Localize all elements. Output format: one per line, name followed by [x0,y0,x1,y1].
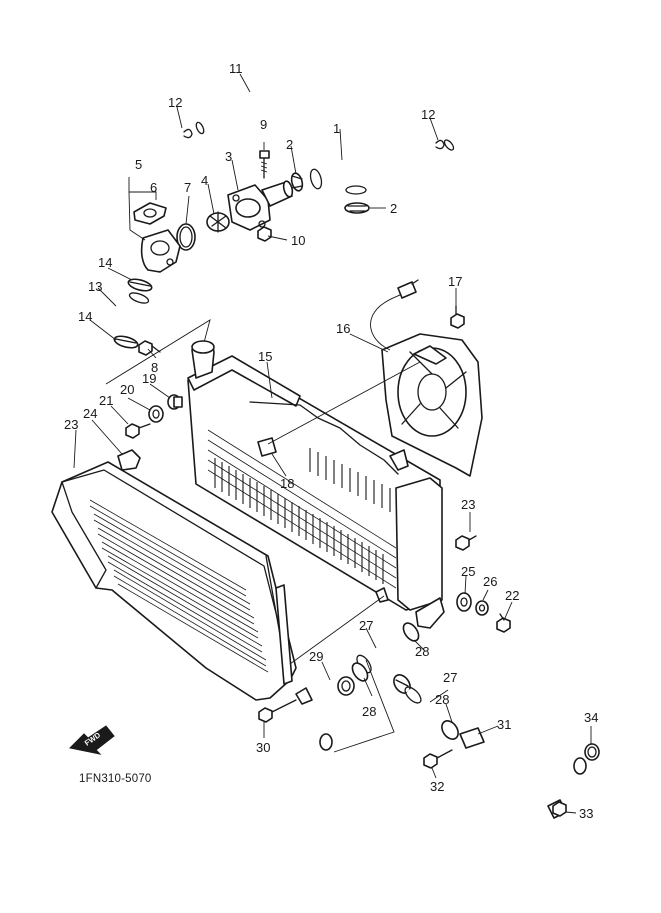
bolt-part [496,613,511,633]
bolt-part [450,305,465,329]
water-pipe-part [295,676,355,751]
o-ring-part [584,743,600,761]
callout-14: 14 [78,309,92,324]
bolt-part [423,749,453,769]
callout-32: 32 [430,779,444,794]
callout-4: 4 [201,173,208,188]
callout-33: 33 [579,806,593,821]
nut-part [257,226,272,242]
callout-18: 18 [280,476,294,491]
callout-8: 8 [151,360,158,375]
collar-part [475,600,489,616]
callout-24: 23 [64,417,78,432]
bolt-part [259,150,270,179]
callout-3: 3 [225,149,232,164]
callout-27: 27 [443,670,457,685]
bolt-part [138,340,161,356]
callout-29: 29 [309,649,323,664]
callout-10: 10 [291,233,305,248]
callout-12: 12 [421,107,435,122]
callout-5: 5 [135,157,142,172]
fan-assembly-part [370,279,483,477]
gasket-part [133,202,167,225]
radiator-hose-part [404,686,448,730]
callout-2: 2 [390,201,397,216]
water-pipe-part [459,727,587,819]
diagram-code: 1FN310-5070 [79,773,152,785]
grommet-part [148,405,164,423]
o-ring-part [176,223,196,251]
callout-31: 31 [497,717,511,732]
callout-25: 23 [461,497,475,512]
rubber-damper-part [117,449,141,471]
callout-16: 16 [336,321,350,336]
breather-hose-part [195,37,506,151]
hose-clamp-part [290,172,370,214]
callout-labels: 1 2 2 3 4 5 6 7 8 9 10 11 12 12 13 14 14… [64,61,598,821]
callout-20: 20 [120,382,134,397]
bolt-part [125,423,151,439]
callout-12: 12 [168,95,182,110]
callout-19: 19 [142,371,156,386]
callout-23: 22 [505,588,519,603]
callout-6: 6 [150,180,157,195]
callout-11: 11 [229,61,243,76]
group-bracket-line [267,361,421,445]
callout-34: 34 [584,710,598,725]
leader-lines [73,73,592,814]
callout-28: 28 [415,644,429,659]
grommet-part [456,592,472,612]
thermostat-part [206,211,230,233]
radiator-cover-part [51,461,297,701]
callout-17: 17 [448,274,462,289]
callout-26: 24 [83,406,97,421]
callout-1: 1 [333,121,340,136]
group-bracket-line [333,659,395,753]
callout-23: 21 [99,393,113,408]
callout-2: 2 [286,137,293,152]
group-bracket-line [289,595,385,665]
callout-28: 28 [435,692,449,707]
bolt-part [552,801,567,817]
bolt-part [455,535,477,551]
hose-clip-part [183,128,445,150]
callout-22: 26 [483,574,497,589]
thermostat-housing-part [227,180,294,231]
radiator-hose-upper-part [309,164,367,196]
collar-part [167,394,183,410]
callout-13: 13 [88,279,102,294]
bolt-part [258,699,297,723]
hose-clamp-part [441,720,459,740]
hose-clamp-part [113,278,153,349]
forward-arrow-icon: FWD [68,725,115,755]
callout-28: 28 [362,704,376,719]
callout-14: 14 [98,255,112,270]
callout-9: 9 [260,117,267,132]
radiator-part [187,340,445,629]
callout-7: 7 [184,180,191,195]
callout-27: 27 [359,618,373,633]
callout-21: 25 [461,564,475,579]
thermostat-cover-part [140,229,181,273]
callout-15: 15 [258,349,272,364]
callout-30: 30 [256,740,270,755]
short-hose-part [118,292,150,342]
